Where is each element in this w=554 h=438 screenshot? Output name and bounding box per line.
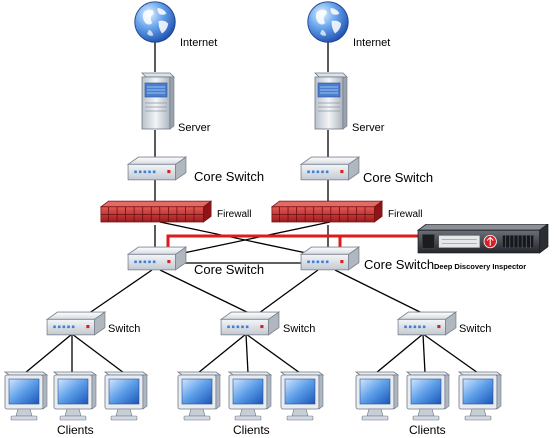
core-switch-label: Core Switch xyxy=(194,262,265,277)
link-switch1-client1 xyxy=(24,333,73,374)
server-label: Server xyxy=(352,122,385,134)
clients-label: Clients xyxy=(233,423,270,437)
server-label: Server xyxy=(178,122,211,134)
switch-icon xyxy=(127,246,187,271)
monitor-icon xyxy=(104,371,148,421)
switch-icon xyxy=(300,156,360,181)
globe-icon xyxy=(134,1,176,43)
switch-icon xyxy=(46,311,106,336)
firewall-icon xyxy=(271,200,383,223)
link-core-switch2-right xyxy=(254,269,319,317)
appliance-icon xyxy=(417,224,549,254)
switch-icon xyxy=(300,246,360,271)
link-switch2-client1 xyxy=(197,333,247,374)
monitor-icon xyxy=(458,371,502,421)
server-icon xyxy=(314,72,348,130)
link-switch3-client1 xyxy=(375,333,424,374)
link-core-switch1 xyxy=(84,269,153,317)
switch-icon xyxy=(127,156,187,181)
switch-label: Switch xyxy=(459,323,492,335)
monitor-icon xyxy=(53,371,97,421)
switch-label: Switch xyxy=(108,323,141,335)
server-icon xyxy=(141,72,175,130)
clients-label: Clients xyxy=(57,423,94,437)
globe-icon xyxy=(307,1,349,43)
clients-label: Clients xyxy=(409,423,446,437)
monitor-icon xyxy=(406,371,450,421)
link-switch2-client2 xyxy=(245,333,249,374)
monitor-links xyxy=(166,234,425,248)
firewall-icon xyxy=(100,200,212,223)
monitor-icon xyxy=(4,371,48,421)
link-core-switch3 xyxy=(334,269,429,317)
monitor-icon xyxy=(177,371,221,421)
monitor-link-left xyxy=(166,234,425,248)
link-switch3-client3 xyxy=(422,333,479,374)
monitor-icon xyxy=(355,371,399,421)
monitor-icon xyxy=(280,371,324,421)
internet-label: Internet xyxy=(180,37,218,49)
firewall-label: Firewall xyxy=(217,209,252,220)
switch-icon xyxy=(397,311,457,336)
switch-label: Switch xyxy=(283,323,316,335)
link-switch1-client3 xyxy=(71,333,125,374)
network-links xyxy=(24,40,479,374)
core-switch-label: Core Switch xyxy=(364,257,435,272)
firewall-label: Firewall xyxy=(388,209,423,220)
core-switch-label: Core Switch xyxy=(363,170,434,185)
link-switch3-client2 xyxy=(422,333,426,374)
internet-label: Internet xyxy=(353,37,391,49)
ddi-label: Deep Discovery Inspector xyxy=(434,262,527,271)
monitor-icon xyxy=(228,371,272,421)
link-switch2-client3 xyxy=(245,333,301,374)
link-core-switch2-left xyxy=(159,269,256,317)
core-switch-label: Core Switch xyxy=(194,169,265,184)
switch-icon xyxy=(220,311,280,336)
link-cross-right-left xyxy=(159,221,331,259)
